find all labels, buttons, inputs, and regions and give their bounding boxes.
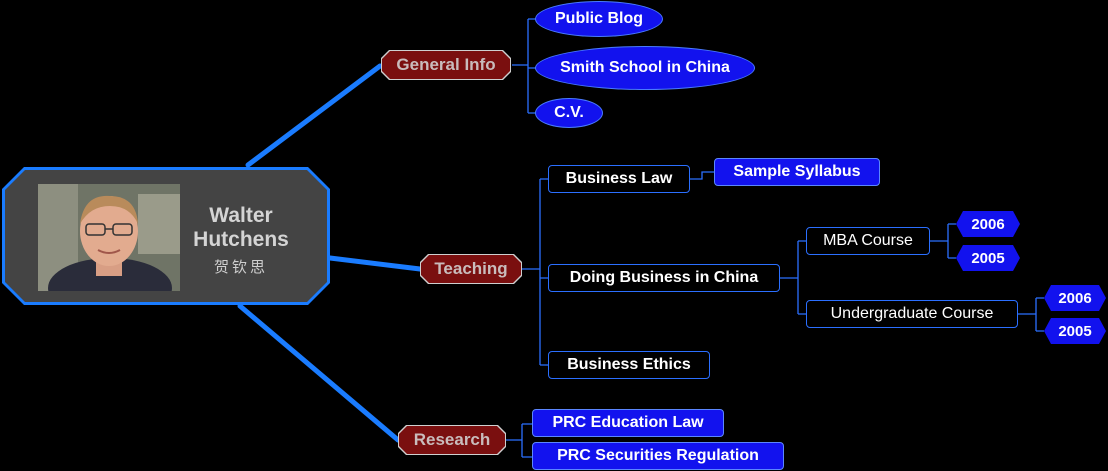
node-prc-securities-regulation[interactable]: PRC Securities Regulation	[532, 442, 784, 470]
node-business-ethics[interactable]: Business Ethics	[548, 351, 710, 379]
hub-research[interactable]: Research	[398, 425, 506, 455]
node-smith-school[interactable]: Smith School in China	[536, 47, 754, 89]
connector-center-general	[248, 66, 380, 165]
connector-center-teaching	[330, 258, 420, 269]
connector-undergrad	[1018, 298, 1044, 331]
connector-teaching-trunk	[522, 179, 548, 365]
center-last-name: Hutchens	[183, 228, 299, 252]
hub-teaching[interactable]: Teaching	[420, 254, 522, 284]
center-chinese-name: 贺钦思	[183, 256, 299, 277]
node-doing-business-in-china[interactable]: Doing Business in China	[548, 264, 780, 292]
connector-research-trunk	[506, 424, 532, 457]
hub-general-info-label: General Info	[382, 51, 510, 79]
node-mba-course[interactable]: MBA Course	[806, 227, 930, 255]
connector-general-trunk	[512, 19, 536, 113]
node-mba-2005[interactable]: 2005	[956, 245, 1020, 271]
node-prc-education-law[interactable]: PRC Education Law	[532, 409, 724, 437]
connector-mba	[930, 224, 956, 258]
center-full-name: Walter Hutchens	[183, 204, 299, 252]
node-undergrad-2006[interactable]: 2006	[1044, 285, 1106, 311]
node-undergrad-2005[interactable]: 2005	[1044, 318, 1106, 344]
central-topic[interactable]: Walter Hutchens 贺钦思	[2, 167, 330, 305]
connector-doing-business	[780, 241, 806, 314]
node-undergraduate-course[interactable]: Undergraduate Course	[806, 300, 1018, 328]
node-cv[interactable]: C.V.	[536, 99, 602, 127]
node-mba-2006[interactable]: 2006	[956, 211, 1020, 237]
node-sample-syllabus[interactable]: Sample Syllabus	[714, 158, 880, 186]
portrait-photo-icon	[38, 184, 180, 291]
hub-research-label: Research	[399, 426, 505, 454]
node-public-blog[interactable]: Public Blog	[536, 2, 662, 36]
connector-center-research	[240, 306, 398, 440]
node-business-law[interactable]: Business Law	[548, 165, 690, 193]
center-first-name: Walter	[183, 204, 299, 228]
connector-business-law	[690, 172, 714, 179]
central-topic-body: Walter Hutchens 贺钦思	[5, 170, 327, 302]
hub-general-info[interactable]: General Info	[381, 50, 511, 80]
hub-teaching-label: Teaching	[421, 255, 521, 283]
